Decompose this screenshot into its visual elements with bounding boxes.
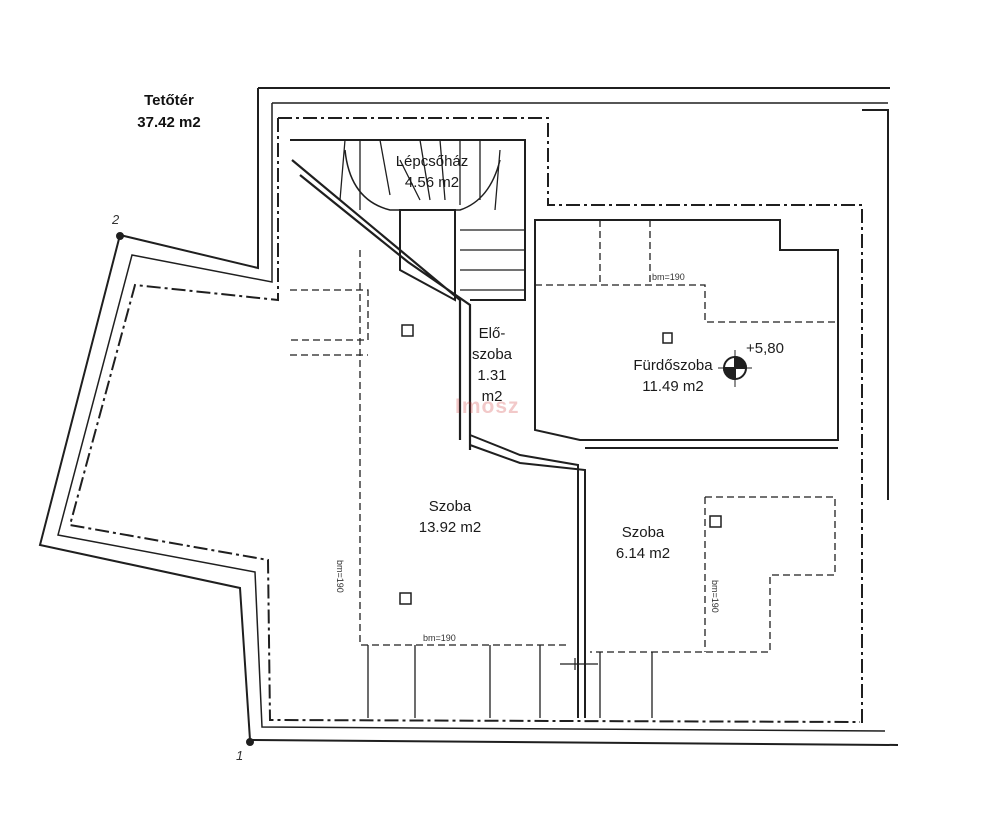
floor-title: Tetőtér 37.42 m2 <box>117 90 221 134</box>
room1-beams <box>367 645 541 718</box>
stair-curve <box>344 149 501 211</box>
room-area-unit: m2 <box>481 388 503 405</box>
room2-beams <box>599 652 653 718</box>
room-area: 4.56 m2 <box>404 174 460 191</box>
bath-dash <box>535 220 838 323</box>
floor-name: Tetőtér <box>144 92 194 109</box>
room-name-part: szoba <box>471 346 513 363</box>
axis-dot-2 <box>116 232 124 240</box>
room-label-szoba1: Szoba 13.92 m2 <box>419 496 482 538</box>
axis-label-1: 1 <box>236 748 244 763</box>
bm-label-bath: bm=190 <box>652 272 685 282</box>
bath-vent <box>662 332 673 344</box>
partition-h <box>580 439 838 449</box>
axis-label-2: 2 <box>112 212 120 227</box>
elevation-label: +5,80 <box>746 340 784 357</box>
room-label-lepcsohaz: Lépcsőház 4.56 m2 <box>396 151 469 193</box>
room2-vent <box>709 515 722 528</box>
stair-treads <box>339 139 525 291</box>
bm-label-room1-vertical: bm=190 <box>335 560 345 593</box>
room1-vent-bottom <box>399 592 412 605</box>
axis-dot-1 <box>246 738 254 746</box>
room-area: 13.92 m2 <box>418 519 482 536</box>
room-area: 1.31 <box>477 367 507 384</box>
room1-dash <box>290 250 570 646</box>
room-name: Szoba <box>428 498 472 515</box>
partition <box>469 434 586 718</box>
door-mark <box>560 658 598 670</box>
room-area: 11.49 m2 <box>642 378 704 395</box>
bm-label-room2-vertical: bm=190 <box>710 580 720 613</box>
room-name: Lépcsőház <box>395 153 469 170</box>
room-label-eloszoba: Elő- szoba 1.31 m2 <box>472 323 512 407</box>
room-label-szoba2: Szoba 6.14 m2 <box>616 522 670 564</box>
bm-label-room1-horizontal: bm=190 <box>423 633 456 643</box>
watermark-logo: Imosz <box>455 395 520 418</box>
floor-area: 37.42 m2 <box>137 114 201 131</box>
room2-dash <box>590 496 836 653</box>
room1-vent-top <box>401 324 414 337</box>
room-name: Szoba <box>621 524 665 541</box>
roof-line <box>68 117 863 727</box>
outer-wall-inner <box>57 102 888 732</box>
room-name-part: Elő- <box>478 325 506 342</box>
stair-core <box>399 209 456 302</box>
bath-wall <box>534 219 839 441</box>
room-name: Fürdőszoba <box>633 357 713 374</box>
room-label-furdoszoba: Fürdőszoba 11.49 m2 <box>633 355 712 397</box>
stair-wall <box>290 139 526 301</box>
right-edge <box>862 109 889 500</box>
room-area: 6.14 m2 <box>615 545 671 562</box>
diagonal-wall <box>291 159 472 450</box>
